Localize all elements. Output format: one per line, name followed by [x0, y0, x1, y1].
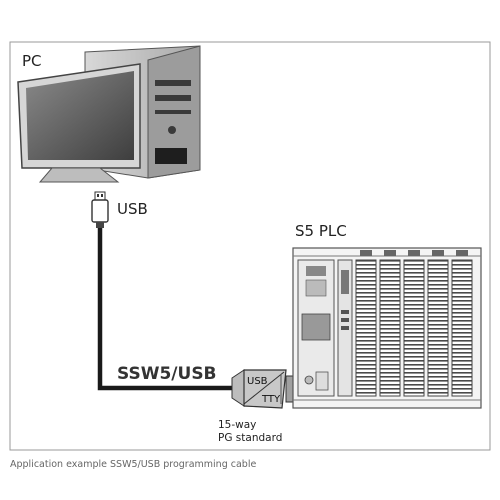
pc-label: PC: [22, 52, 42, 70]
plc-icon: [292, 247, 482, 409]
figure-caption: Application example SSW5/USB programming…: [10, 459, 256, 470]
connector-type-label: 15-way: [218, 419, 256, 431]
adapter-label-usb: USB: [247, 376, 268, 387]
cable-label: SSW5/USB: [117, 364, 217, 384]
plc-label: S5 PLC: [295, 222, 347, 240]
usb-label: USB: [117, 200, 148, 218]
programming-cable: [97, 228, 232, 391]
pc-icon: [17, 45, 201, 183]
connector-standard-label: PG standard: [218, 432, 282, 444]
plc-io-modules: [355, 259, 473, 397]
adapter-icon: [231, 369, 297, 409]
usb-plug-icon: [91, 191, 109, 228]
adapter-label-tty: TTY: [261, 394, 281, 405]
